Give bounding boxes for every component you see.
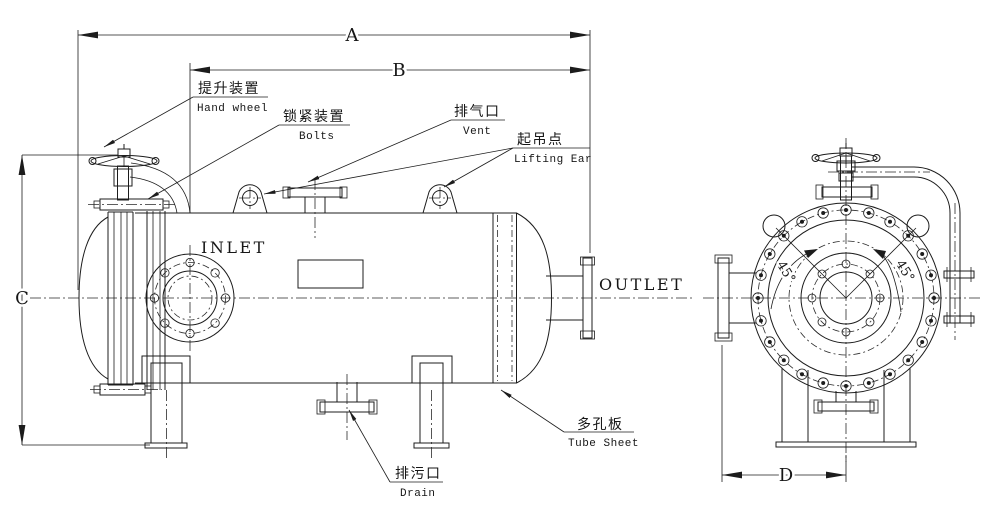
tube-sheet-label-en: Tube Sheet [568, 438, 639, 450]
outlet-nozzle [546, 256, 595, 340]
label-lifting-ear: 起吊点 Lifting Ear [263, 131, 592, 195]
vessel-shell [135, 212, 517, 384]
drain-nozzle [316, 374, 378, 440]
end-view: 45° 45° [703, 138, 983, 489]
nameplate [297, 259, 364, 289]
dimension-c: C [13, 154, 150, 446]
bolts-label-en: Bolts [299, 131, 335, 143]
tube-sheet-lines [492, 213, 517, 383]
vent-label-zh: 排气口 [454, 103, 501, 119]
vent-pipe [828, 166, 975, 340]
support-leg-left [141, 355, 191, 458]
lifting-ear-left [232, 184, 268, 214]
door-flange [107, 211, 134, 386]
dim-b-label: B [392, 60, 405, 81]
label-tube-sheet: 多孔板 Tube Sheet [500, 389, 639, 450]
end-hand-wheel [811, 143, 881, 201]
vent-label-en: Vent [463, 126, 491, 138]
label-hand-wheel: 提升装置 Hand wheel [103, 80, 268, 148]
drain-label-zh: 排污口 [395, 465, 442, 481]
locking-flange [88, 198, 176, 211]
inlet-flange-face [145, 245, 235, 352]
dim-d-label: D [779, 465, 793, 486]
dimension-d: D [721, 345, 847, 489]
door-swing-arcs [129, 162, 191, 214]
left-head [78, 216, 109, 380]
angle-45-right: 45° [892, 258, 917, 285]
side-view: OUTLET [13, 23, 692, 500]
end-legs [775, 368, 917, 448]
label-bolts: 锁紧装置 Bolts [147, 108, 350, 200]
right-head [516, 212, 553, 384]
end-lifting-ear-left [762, 214, 786, 238]
hand-wheel-label-zh: 提升装置 [198, 80, 260, 96]
hand-wheel [88, 144, 160, 201]
flange-bolts [752, 204, 940, 392]
dim-a-label: A [345, 25, 360, 46]
hand-wheel-label-en: Hand wheel [197, 103, 268, 115]
lifting-ear-right [422, 184, 458, 214]
tube-sheet-label-zh: 多孔板 [577, 416, 624, 432]
lifting-ear-label-en: Lifting Ear [514, 154, 592, 166]
dim-c-label: C [15, 288, 29, 309]
bolts-label-zh: 锁紧装置 [283, 108, 345, 124]
dimension-a: A [77, 23, 591, 290]
label-drain: 排污口 Drain [348, 409, 443, 500]
dimension-b: B [189, 58, 590, 213]
end-drain [813, 391, 879, 414]
davit-post [146, 211, 166, 390]
drain-label-en: Drain [400, 488, 436, 500]
end-lifting-ear-right [906, 214, 930, 238]
end-left-nozzle [714, 254, 756, 342]
label-vent: 排气口 Vent [307, 103, 505, 183]
inlet-label: INLET [201, 238, 267, 257]
outlet-label: OUTLET [599, 275, 684, 294]
lifting-ear-label-zh: 起吊点 [517, 131, 564, 147]
vent-nozzle [282, 179, 348, 238]
inner-bolt-holes [807, 259, 885, 337]
support-leg-right [411, 355, 453, 458]
